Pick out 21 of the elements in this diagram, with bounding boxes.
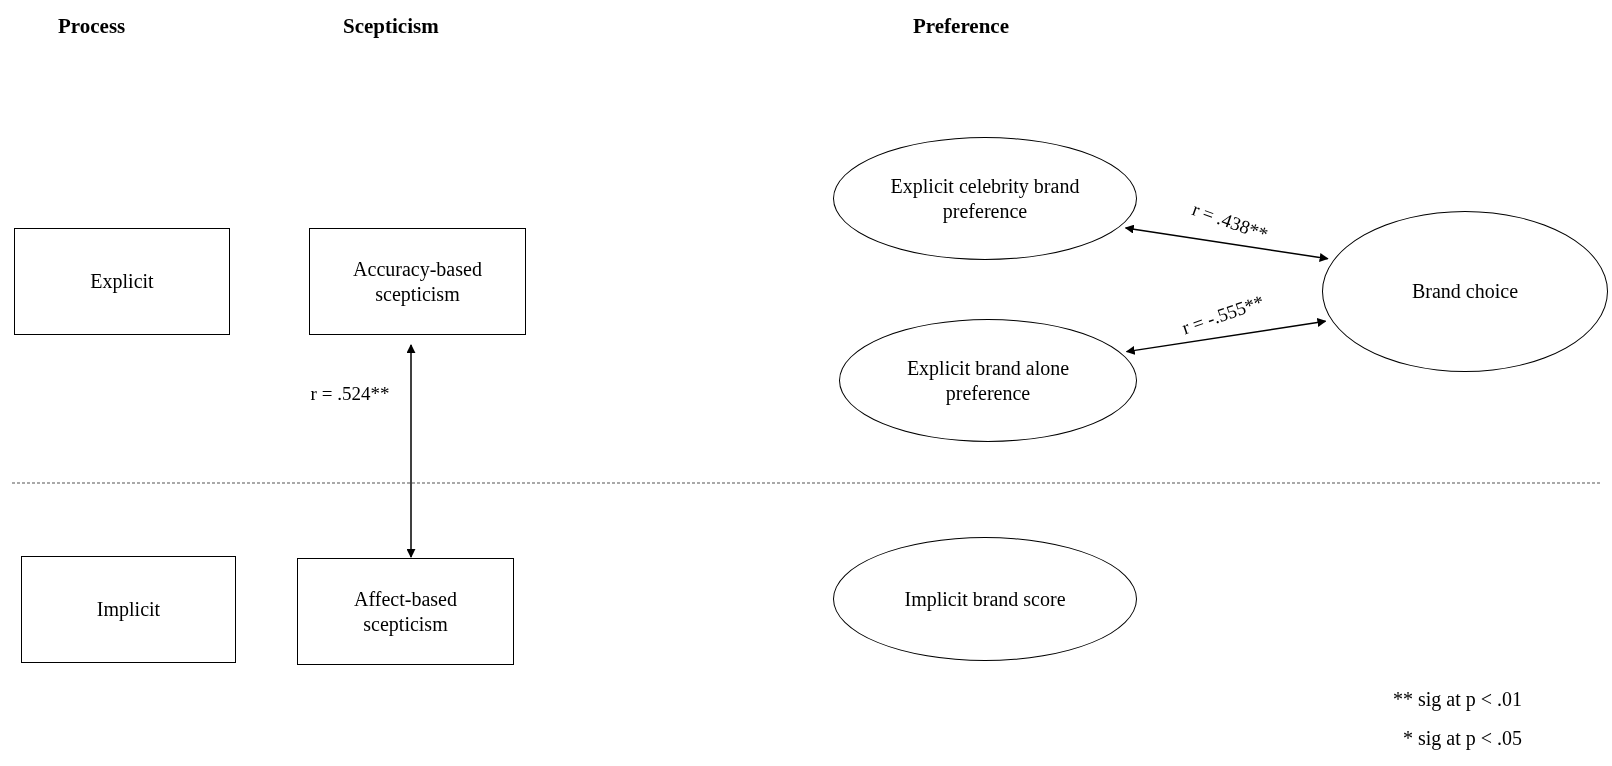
node-label: Explicit	[90, 269, 154, 294]
node-label: Implicit	[96, 597, 161, 622]
significance-note: ** sig at p < .01	[1393, 688, 1523, 711]
node-label: Brand choice	[1411, 279, 1519, 304]
double-headed-arrow	[1124, 224, 1329, 262]
node-label: Affect-based scepticism	[353, 586, 458, 637]
column-heading: Preference	[913, 14, 1009, 39]
double-headed-arrow	[406, 344, 416, 558]
significance-note: * sig at p < .05	[1403, 727, 1523, 750]
node-label: Implicit brand score	[904, 586, 1066, 612]
double-headed-arrow	[1125, 318, 1327, 355]
node-label: Explicit brand alone preference	[905, 355, 1071, 406]
column-heading: Process	[58, 14, 126, 39]
node-label: Explicit celebrity brand preference	[889, 173, 1081, 224]
column-heading: Scepticism	[343, 14, 439, 39]
variable-box	[21, 556, 236, 663]
variable-box	[309, 228, 526, 335]
variable-box	[297, 558, 514, 665]
node-label: Accuracy-based scepticism	[352, 256, 483, 307]
variable-ellipse	[1322, 211, 1608, 372]
variable-box	[14, 228, 230, 335]
